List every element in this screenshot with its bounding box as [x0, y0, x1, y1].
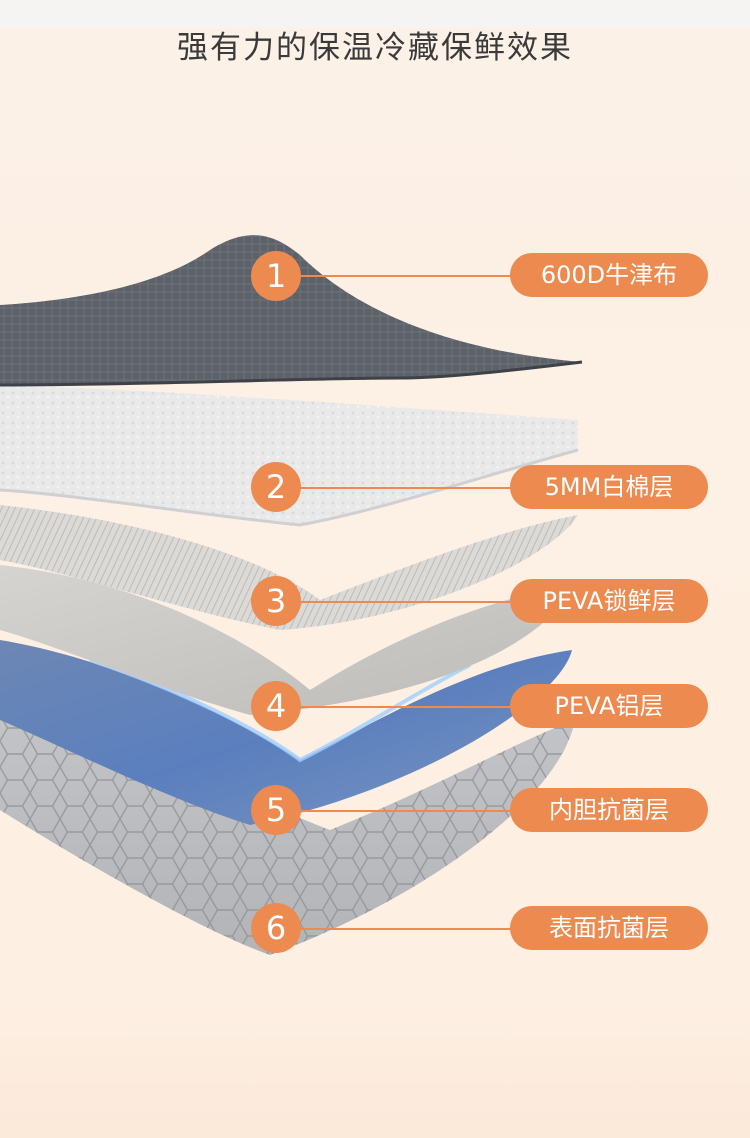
layer-2-shape	[0, 385, 578, 525]
layer-6-number-badge: 6	[251, 903, 301, 953]
layer-4-number-badge: 4	[251, 681, 301, 731]
layer-3-label: PEVA锁鲜层	[510, 579, 708, 623]
connector-line-5	[300, 810, 520, 812]
layer-3-shape	[0, 505, 578, 630]
layer-5-label: 内胆抗菌层	[510, 788, 708, 832]
layer-1-label: 600D牛津布	[510, 253, 708, 297]
layer-1-shape	[0, 235, 582, 385]
layer-4-shape	[0, 565, 575, 715]
connector-line-2	[300, 487, 520, 489]
page-title: 强有力的保温冷藏保鲜效果	[177, 30, 573, 66]
connector-line-1	[300, 275, 520, 277]
layer-5-number-badge: 5	[251, 785, 301, 835]
layer-4-label: PEVA铝层	[510, 684, 708, 728]
layer-2-number-badge: 2	[251, 462, 301, 512]
layer-5-shape	[0, 640, 572, 825]
layer-1-number-badge: 1	[251, 251, 301, 301]
connector-line-3	[300, 601, 520, 603]
layer-3-number-badge: 3	[251, 576, 301, 626]
connector-line-4	[300, 706, 520, 708]
connector-line-6	[300, 928, 520, 930]
layer-2-label: 5MM白棉层	[510, 465, 708, 509]
top-strip	[0, 0, 750, 28]
layer-6-label: 表面抗菌层	[510, 906, 708, 950]
